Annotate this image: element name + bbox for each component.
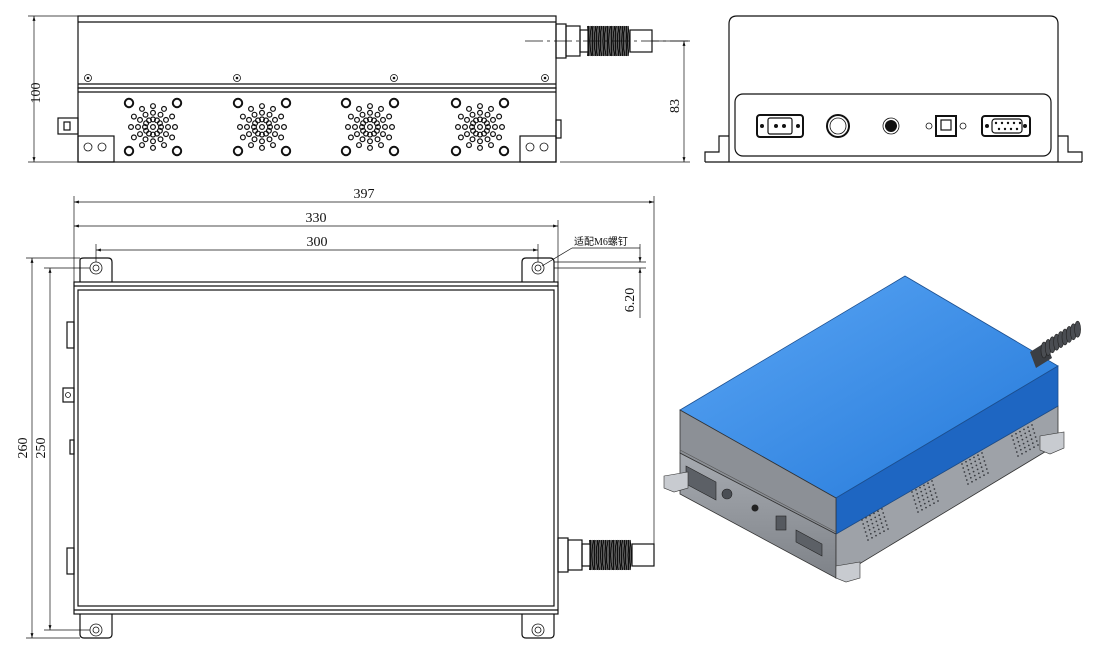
label-100: 100 [29, 83, 44, 104]
front-view [57, 15, 690, 163]
dim-body-width: 250 [34, 267, 90, 631]
fiber-cable-plan [557, 537, 655, 573]
screw-note: 适配M6螺钉 [574, 236, 628, 248]
label-6-20: 6.20 [623, 288, 638, 313]
label-260: 260 [16, 438, 31, 459]
end-view [704, 15, 1083, 163]
dim-hole-spacing: 300 [95, 235, 539, 262]
iso-fiber-cable [1030, 320, 1081, 368]
screw-callout: 适配M6螺钉 [541, 236, 640, 267]
label-83: 83 [668, 99, 683, 113]
dim-body-length: 330 [74, 211, 559, 282]
round-port-icon [826, 114, 850, 138]
front-lower-body [77, 87, 557, 163]
label-250: 250 [34, 438, 49, 459]
label-330: 330 [306, 211, 327, 226]
rj-port-icon [925, 115, 967, 137]
front-cover [77, 15, 557, 89]
dim-overall-length: 397 [73, 187, 655, 544]
isometric-view [663, 275, 1081, 583]
plan-view [62, 257, 655, 639]
dim-front-height: 100 [28, 15, 78, 163]
led-indicator-icon [885, 120, 897, 132]
serial-port-icon [981, 115, 1031, 137]
label-397: 397 [354, 187, 375, 202]
dim-overall-width: 260 [16, 257, 80, 639]
label-300: 300 [307, 235, 328, 250]
connector-panel [734, 93, 1052, 157]
iso-vents [861, 424, 1039, 541]
cover-screws [84, 74, 549, 82]
vent-hole-grid [123, 97, 510, 157]
dim-mount-offset: 6.20 [554, 244, 646, 318]
dim-connector-height: 83 [560, 40, 690, 163]
db-connector-icon [756, 114, 804, 138]
plan-body [73, 281, 559, 615]
